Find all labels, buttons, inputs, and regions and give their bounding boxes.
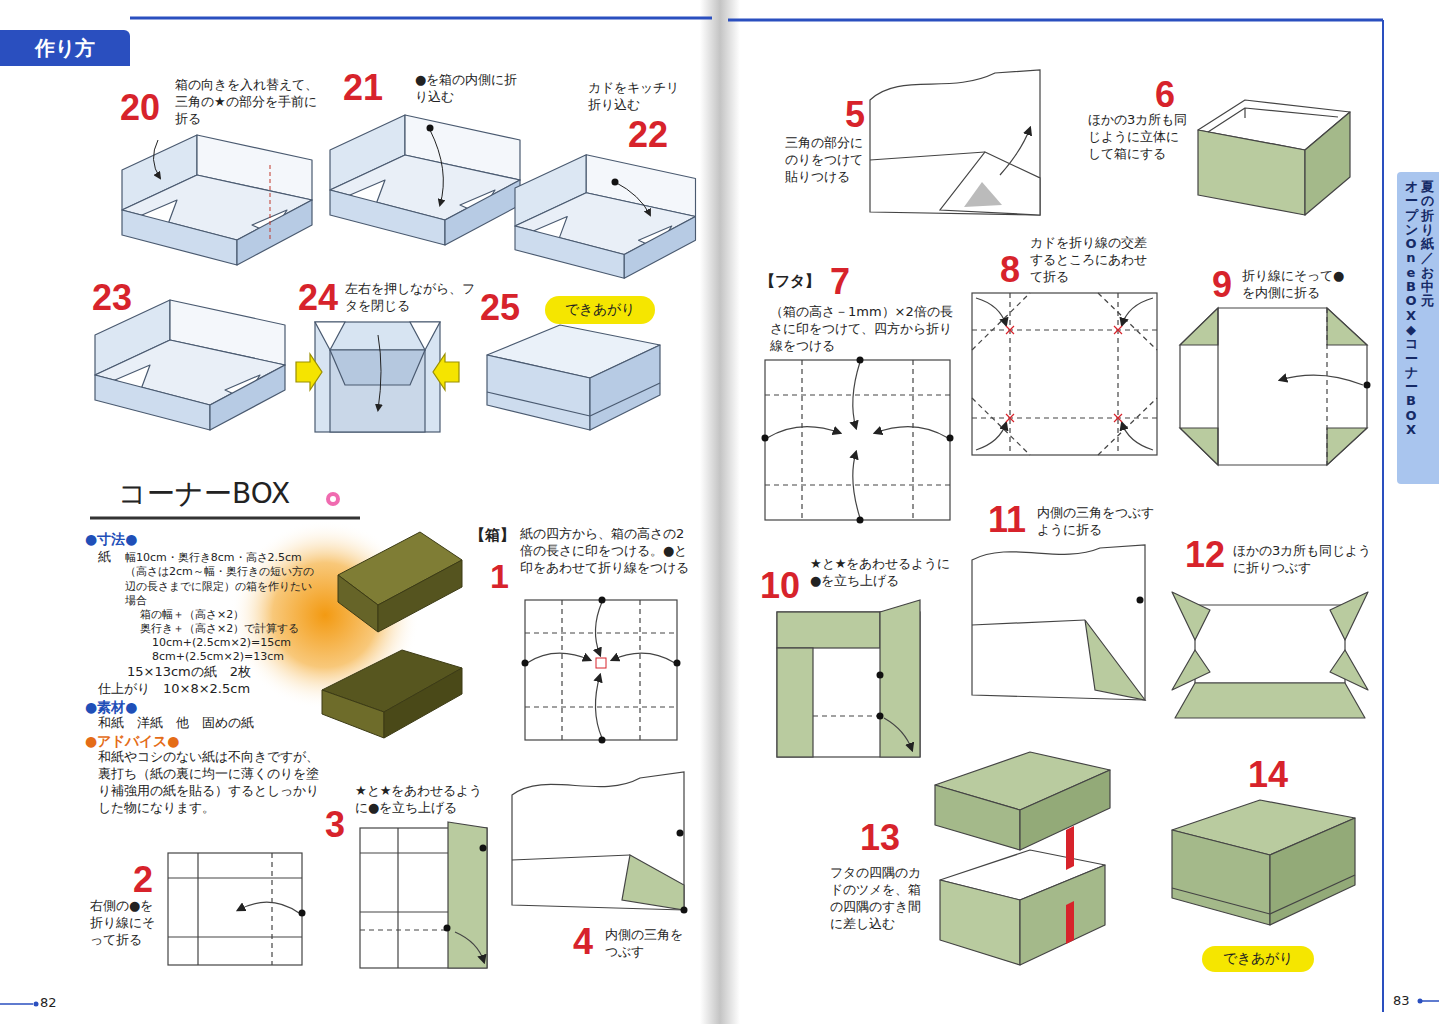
step-number: 14	[1248, 755, 1288, 795]
node-label: できあがり	[1223, 950, 1293, 968]
spec-text: 10cm+(2.5cm×2)=15cm	[152, 636, 291, 650]
step-instruction: ★と★をあわせるように●を立ち上げる	[810, 556, 955, 590]
step-instruction: 箱の向きを入れ替えて、三角の★の部分を手前に折る	[175, 77, 325, 128]
step-instruction: カドをキッチリ折り込む	[588, 80, 688, 114]
step-instruction: ほかの3カ所も同じように立体にして箱にする	[1088, 112, 1188, 163]
part-heading: 【フタ】	[760, 272, 820, 292]
step-instruction: 紙の四方から、箱の高さの2倍の長さに印をつける。●と印をあわせて折り線をつける	[520, 526, 690, 577]
step-number: 20	[120, 88, 160, 128]
step-instruction: カドを折り線の交差するところにあわせて折る	[1030, 235, 1155, 286]
vertical-title: 夏の折り紙／お中元	[1421, 180, 1434, 309]
node-label: 作り方	[35, 35, 95, 62]
step-number: 8	[1000, 250, 1020, 290]
step-number: 22	[628, 115, 668, 155]
section-heading: ●素材●	[85, 698, 137, 716]
step-instruction: 内側の三角をつぶす	[605, 927, 690, 961]
step-number: 25	[480, 288, 520, 328]
step-number: 4	[573, 922, 593, 962]
page-number: 83	[1393, 993, 1410, 1010]
part-heading: 【箱】	[470, 526, 515, 546]
step-instruction: 右側の●を折り線にそって折る	[90, 898, 160, 949]
spec-text: 奥行き＋（高さ×2）で計算する	[140, 622, 299, 636]
step-instruction: 折り線にそって●を内側に折る	[1242, 268, 1352, 302]
step-instruction: ほかの3カ所も同じように折りつぶす	[1233, 543, 1383, 577]
step-number: 9	[1212, 265, 1232, 305]
section-heading: ●寸法●	[85, 530, 137, 548]
spec-label: 紙	[98, 549, 111, 566]
page-number: 82	[40, 995, 57, 1012]
step-instruction: 左右を押しながら、フタを閉じる	[345, 281, 475, 315]
step-number: 23	[92, 278, 132, 318]
step-instruction: ★と★をあわせるように●を立ち上げる	[355, 783, 495, 817]
section-title: コーナーBOX	[118, 476, 290, 512]
step-number: 11	[988, 500, 1026, 540]
step-number: 24	[298, 278, 338, 318]
header-tab: 作り方	[0, 30, 130, 66]
step-instruction: ●を箱の内側に折り込む	[415, 72, 527, 106]
step-number: 3	[325, 805, 345, 845]
spec-text: 箱の幅＋（高さ×2）	[140, 608, 244, 622]
step-instruction: 三角の部分にのりをつけて貼りつける	[785, 135, 865, 186]
step-number: 2	[133, 860, 153, 900]
step-number: 21	[343, 68, 383, 108]
finish-badge: できあがり	[545, 296, 655, 324]
spec-text: 8cm+(2.5cm×2)=13cm	[152, 650, 284, 664]
step-number: 1	[490, 558, 509, 595]
vertical-title: オープンOneBOX◆コーナーBOX	[1405, 180, 1418, 437]
step-instruction: フタの四隅のカドのツメを、箱の四隅のすき間に差し込む	[830, 865, 930, 933]
step-instruction: 内側の三角をつぶすように折る	[1037, 505, 1157, 539]
node-label: できあがり	[565, 301, 635, 319]
spec-text: 仕上がり 10×8×2.5cm	[98, 681, 250, 698]
step-number: 13	[860, 818, 900, 858]
step-number: 7	[830, 262, 850, 302]
advice-text: 和紙やコシのない紙は不向きですが、裏打ち（紙の裏に均一に薄くのりを塗り補強用の紙…	[98, 749, 323, 817]
spec-text: 15×13cmの紙 2枚	[127, 664, 251, 681]
step-number: 6	[1155, 75, 1175, 115]
spec-text: 幅10cm・奥行き8cm・高さ2.5cm（高さは2cm～幅・奥行きの短い方の辺の…	[125, 551, 315, 608]
step-number: 12	[1185, 535, 1225, 575]
finish-badge: できあがり	[1202, 946, 1314, 972]
step-number: 10	[760, 566, 800, 606]
spec-text: 和紙 洋紙 他 固めの紙	[98, 715, 254, 732]
step-number: 5	[845, 95, 865, 135]
section-heading: ●アドバイス●	[85, 732, 179, 750]
chapter-tab: 夏の折り紙／お中元オープンOneBOX◆コーナーBOX	[1397, 172, 1439, 484]
step-instruction: （箱の高さ－1mm）×2倍の長さに印をつけて、四方から折り線をつける	[770, 304, 955, 355]
